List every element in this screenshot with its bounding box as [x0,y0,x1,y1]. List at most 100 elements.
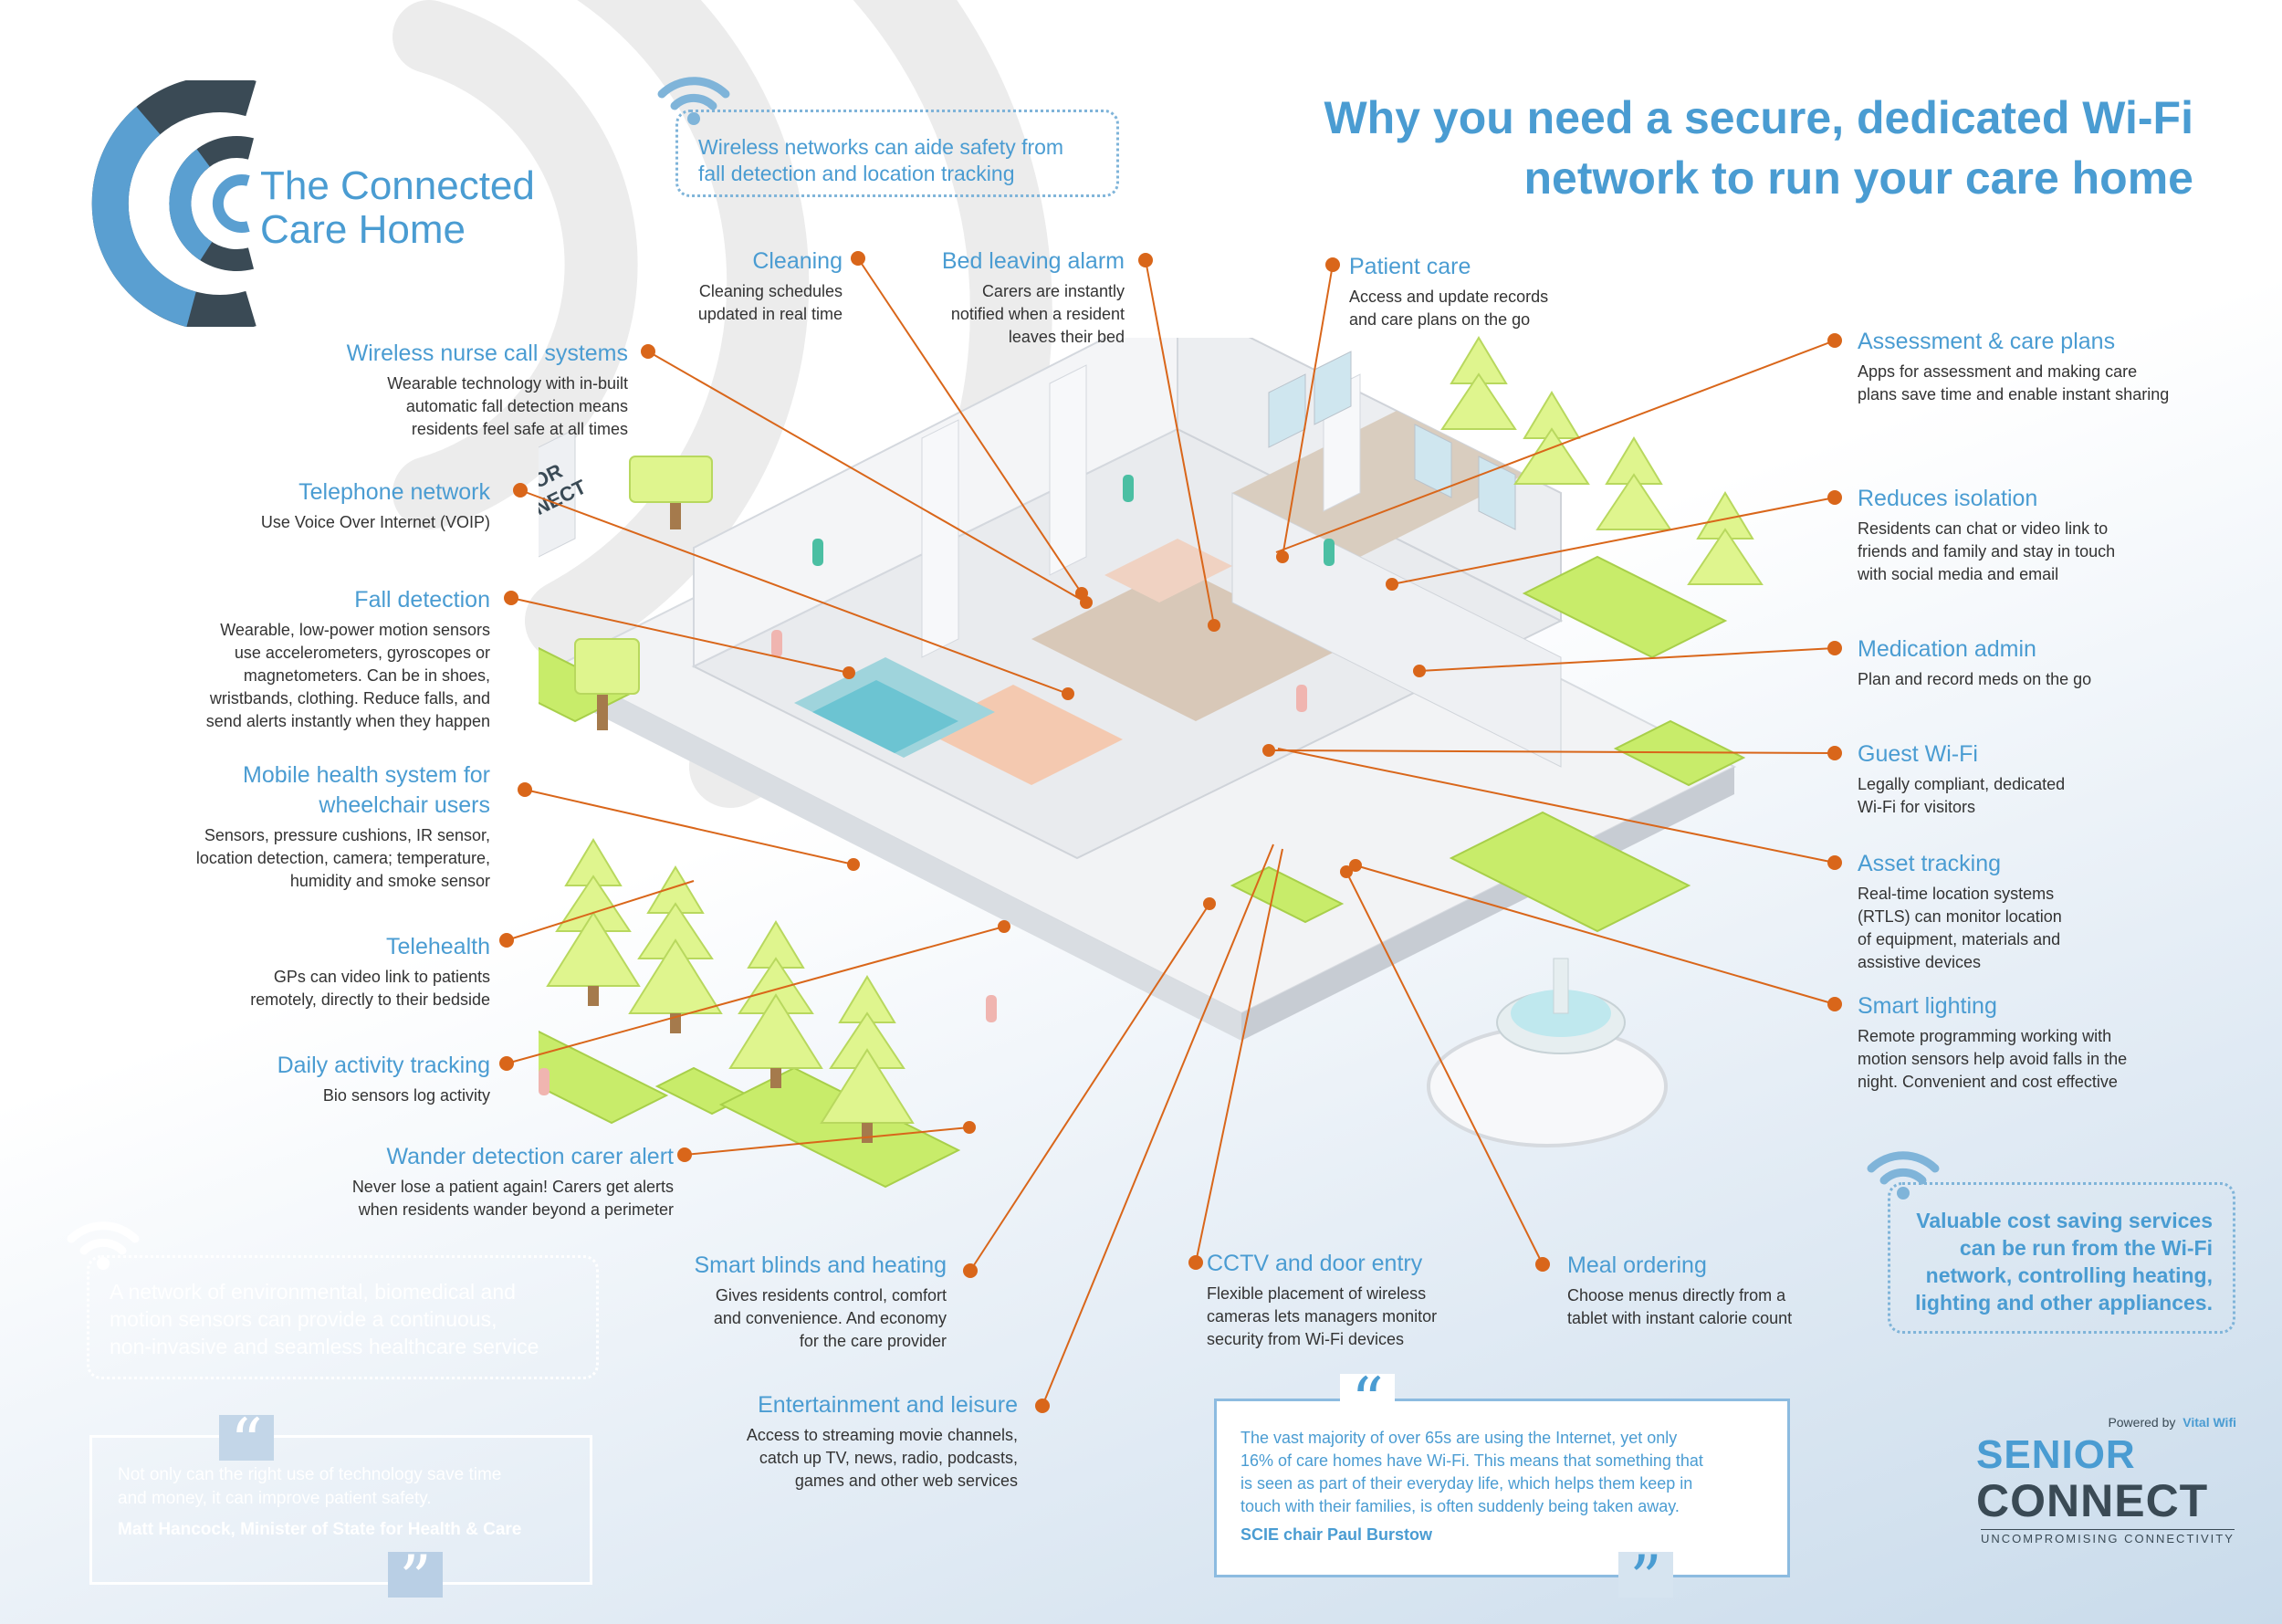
label-assessment: Assessment & care plans Apps for assessm… [1858,329,2259,406]
label-nurse-call: Wireless nurse call systems Wearable tec… [245,341,628,441]
wifi-box-top-line1: Wireless networks can aide safety from [698,135,1064,159]
brand-title: The Connected Care Home [260,164,535,252]
asset-tracking-desc-3: of equipment, materials and [1858,930,2061,948]
meal-ordering-desc-2: tablet with instant calorie count [1567,1309,1793,1327]
asset-tracking-desc-2: (RTLS) can monitor location [1858,907,2062,926]
patient-care-desc-1: Access and update records [1349,288,1549,306]
mobile-health-title-2: wheelchair users [319,792,490,818]
telehealth-desc-2: remotely, directly to their bedside [250,990,490,1009]
logo-vital-wifi: Vital Wifi [2183,1415,2236,1430]
label-telehealth: Telehealth GPs can video link to patient… [107,934,490,1011]
label-fall-detection: Fall detection Wearable, low-power motio… [89,587,490,733]
cctv-desc-2: cameras lets managers monitor [1207,1307,1438,1325]
smart-lighting-desc-1: Remote programming working with [1858,1027,2112,1045]
mobile-health-desc-3: humidity and smoke sensor [289,872,490,890]
label-smart-blinds: Smart blinds and heating Gives residents… [600,1252,947,1353]
nurse-call-desc-1: Wearable technology with in-built [387,374,628,393]
entertainment-desc-1: Access to streaming movie channels, [746,1426,1018,1444]
quote-center-line2: 16% of care homes have Wi-Fi. This means… [1240,1451,1703,1470]
patient-care-title: Patient care [1349,254,1471,279]
brand-line2: Care Home [260,207,466,252]
nurse-call-title: Wireless nurse call systems [346,341,628,366]
mobile-health-title: Mobile health system for [243,762,490,788]
logo-tagline: UNCOMPROMISING CONNECTIVITY [1981,1529,2235,1545]
quote-center: The vast majority of over 65s are using … [1214,1399,1790,1577]
headline-line1: Why you need a secure, dedicated Wi-Fi [1324,92,2193,143]
smart-lighting-desc-3: night. Convenient and cost effective [1858,1073,2118,1091]
wifi-box-right-line4: lighting and other appliances. [1915,1291,2213,1315]
assessment-desc-2: plans save time and enable instant shari… [1858,385,2170,403]
cctv-desc-3: security from Wi-Fi devices [1207,1330,1405,1348]
wifi-box-left-line3: non-invasive and seamless healthcare ser… [110,1335,539,1358]
label-smart-lighting: Smart lighting Remote programming workin… [1858,993,2259,1094]
medication-title: Medication admin [1858,636,2036,662]
wander-detection-desc-2: when residents wander beyond a perimeter [358,1200,674,1219]
asset-tracking-desc-1: Real-time location systems [1858,885,2055,903]
telephone-title: Telephone network [298,479,490,505]
smart-blinds-desc-1: Gives residents control, comfort [715,1286,947,1304]
nurse-call-desc-2: automatic fall detection means [405,397,628,415]
fall-detection-desc-2: use accelerometers, gyroscopes or [234,644,490,662]
fall-detection-desc-4: wristbands, clothing. Reduce falls, and [209,689,490,707]
label-cleaning: Cleaning Cleaning schedules updated in r… [587,248,843,326]
smart-blinds-desc-3: for the care provider [799,1332,947,1350]
label-mobile-health: Mobile health system for wheelchair user… [70,762,490,893]
wifi-box-top-line2: fall detection and location tracking [698,162,1015,185]
smart-blinds-desc-2: and convenience. And economy [713,1309,947,1327]
nurse-call-desc-3: residents feel safe at all times [411,420,628,438]
entertainment-desc-2: catch up TV, news, radio, podcasts, [759,1449,1018,1467]
label-telephone: Telephone network Use Voice Over Interne… [107,479,490,534]
wifi-box-top: Wireless networks can aide safety from f… [675,110,1119,197]
assessment-desc-1: Apps for assessment and making care [1858,362,2138,381]
label-reduces-isolation: Reduces isolation Residents can chat or … [1858,486,2259,586]
wifi-box-right-line2: can be run from the Wi-Fi [1959,1236,2213,1260]
wander-detection-desc-1: Never lose a patient again! Carers get a… [351,1178,674,1196]
bed-leaving-desc-3: leaves their bed [1008,328,1125,346]
bed-leaving-desc-1: Carers are instantly [981,282,1125,300]
asset-tracking-desc-4: assistive devices [1858,953,1982,971]
bed-leaving-desc-2: notified when a resident [950,305,1125,323]
quote-center-line1: The vast majority of over 65s are using … [1240,1429,1678,1447]
patient-care-desc-2: and care plans on the go [1349,310,1531,329]
open-quote-icon: “ [219,1410,274,1474]
reduces-isolation-desc-3: with social media and email [1858,565,2059,583]
cctv-title: CCTV and door entry [1207,1251,1423,1276]
assessment-title: Assessment & care plans [1858,329,2116,354]
medication-desc-1: Plan and record meds on the go [1858,670,2092,688]
fall-detection-desc-5: send alerts instantly when they happen [205,712,490,730]
wifi-box-left-line1: A network of environmental, biomedical a… [110,1280,516,1304]
label-daily-activity: Daily activity tracking Bio sensors log … [107,1053,490,1107]
label-entertainment: Entertainment and leisure Access to stre… [634,1392,1018,1493]
quote-left-author: Matt Hancock, Minister of State for Heal… [118,1520,522,1539]
mobile-health-desc-2: location detection, camera; temperature, [195,849,490,867]
fall-detection-title: Fall detection [354,587,490,613]
reduces-isolation-title: Reduces isolation [1858,486,2038,511]
cleaning-title: Cleaning [752,248,843,274]
meal-ordering-title: Meal ordering [1567,1252,1707,1278]
brand-c-logo [91,80,256,327]
wifi-box-right-line1: Valuable cost saving services [1916,1209,2213,1232]
label-medication: Medication admin Plan and record meds on… [1858,636,2259,691]
close-quote-icon: ” [1618,1547,1673,1611]
logo-senior: SENIOR [1976,1432,2136,1477]
meal-ordering-desc-1: Choose menus directly from a [1567,1286,1786,1304]
page-headline: Why you need a secure, dedicated Wi-Fi n… [1324,88,2193,208]
label-meal-ordering: Meal ordering Choose menus directly from… [1567,1252,1878,1330]
quote-center-line3: is seen as part of their everyday life, … [1240,1474,1693,1493]
label-guest-wifi: Guest Wi-Fi Legally compliant, dedicated… [1858,741,2259,819]
smart-blinds-title: Smart blinds and heating [694,1252,947,1278]
reduces-isolation-desc-1: Residents can chat or video link to [1858,519,2109,538]
fall-detection-desc-1: Wearable, low-power motion sensors [220,621,490,639]
daily-activity-title: Daily activity tracking [277,1053,490,1078]
entertainment-desc-3: games and other web services [794,1472,1018,1490]
guest-wifi-title: Guest Wi-Fi [1858,741,1978,767]
quote-center-author: SCIE chair Paul Burstow [1240,1525,1433,1544]
quote-left: Not only can the right use of technology… [89,1435,592,1585]
quote-left-line2: and money, it can improve patient safety… [118,1489,432,1508]
headline-line2: network to run your care home [1523,152,2193,204]
daily-activity-desc-1: Bio sensors log activity [322,1086,490,1105]
telehealth-title: Telehealth [386,934,490,959]
senior-connect-logo: Powered by Vital Wifi SENIOR CONNECT UNC… [1972,1410,2236,1547]
